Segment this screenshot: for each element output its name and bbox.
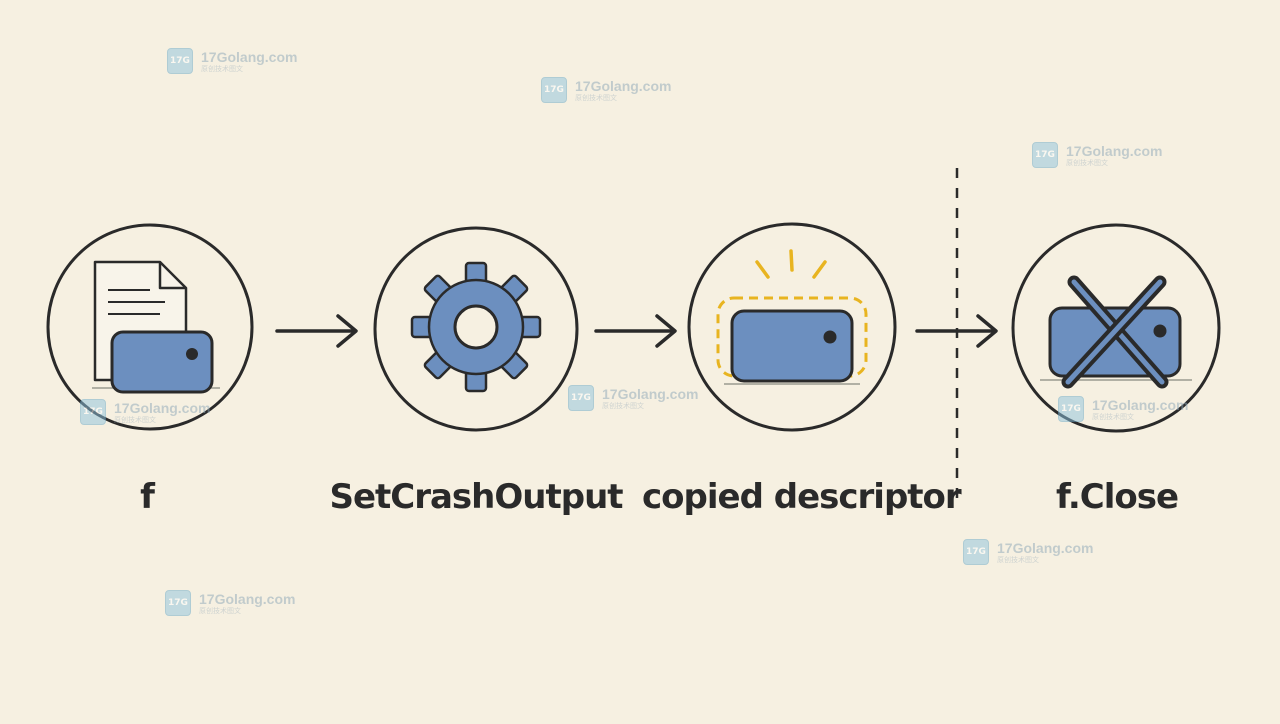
watermark-site: 17Golang.com: [997, 539, 1094, 556]
watermark-logo-icon: 17G: [963, 539, 989, 565]
arrow-2: [594, 314, 677, 348]
watermark-sub: 原创技术图文: [602, 402, 644, 410]
file-descriptor-icon: [92, 260, 220, 394]
step-2-node: [373, 226, 579, 432]
watermark-site: 17Golang.com: [575, 77, 672, 94]
arrow-1: [275, 314, 358, 348]
watermark-sub: 原创技术图文: [114, 416, 156, 424]
watermark-site: 17Golang.com: [114, 399, 211, 416]
watermark-logo-icon: 17G: [568, 385, 594, 411]
watermark-logo-icon: 17G: [1032, 142, 1058, 168]
step-4-circle: [1011, 223, 1221, 433]
watermark-sub: 原创技术图文: [1066, 159, 1108, 167]
watermark-sub: 原创技术图文: [997, 556, 1039, 564]
step-4-label: f.Close: [1055, 477, 1179, 517]
step-2-label: SetCrashOutput: [329, 477, 623, 517]
step-1-node: [46, 223, 254, 431]
watermark-logo-icon: 17G: [167, 48, 193, 74]
watermark-logo-icon: 17G: [80, 399, 106, 425]
watermark-sub: 原创技术图文: [201, 65, 243, 73]
watermark-logo-icon: 17G: [541, 77, 567, 103]
watermark-site: 17Golang.com: [1066, 142, 1163, 159]
watermark-logo-icon: 17G: [1058, 396, 1084, 422]
watermark-sub: 原创技术图文: [575, 94, 617, 102]
watermark-site: 17Golang.com: [201, 48, 298, 65]
watermark-site: 17Golang.com: [1092, 396, 1189, 413]
highlighted-descriptor-icon: [716, 249, 868, 385]
arrow-3: [915, 314, 998, 348]
watermark-site: 17Golang.com: [602, 385, 699, 402]
step-1-label: f: [140, 477, 155, 517]
watermark-site: 17Golang.com: [199, 590, 296, 607]
step-3-circle: [687, 222, 897, 432]
watermark-logo-icon: 17G: [165, 590, 191, 616]
step-1-circle: [46, 223, 254, 431]
step-3-label: copied descriptor: [642, 477, 962, 517]
crossed-out-descriptor-icon: [1040, 275, 1192, 389]
watermark-sub: 原创技术图文: [199, 607, 241, 615]
step-4-node: [1011, 223, 1221, 433]
gear-icon: [410, 261, 542, 393]
step-2-circle: [373, 226, 579, 432]
step-3-node: [687, 222, 897, 432]
watermark-sub: 原创技术图文: [1092, 413, 1134, 421]
